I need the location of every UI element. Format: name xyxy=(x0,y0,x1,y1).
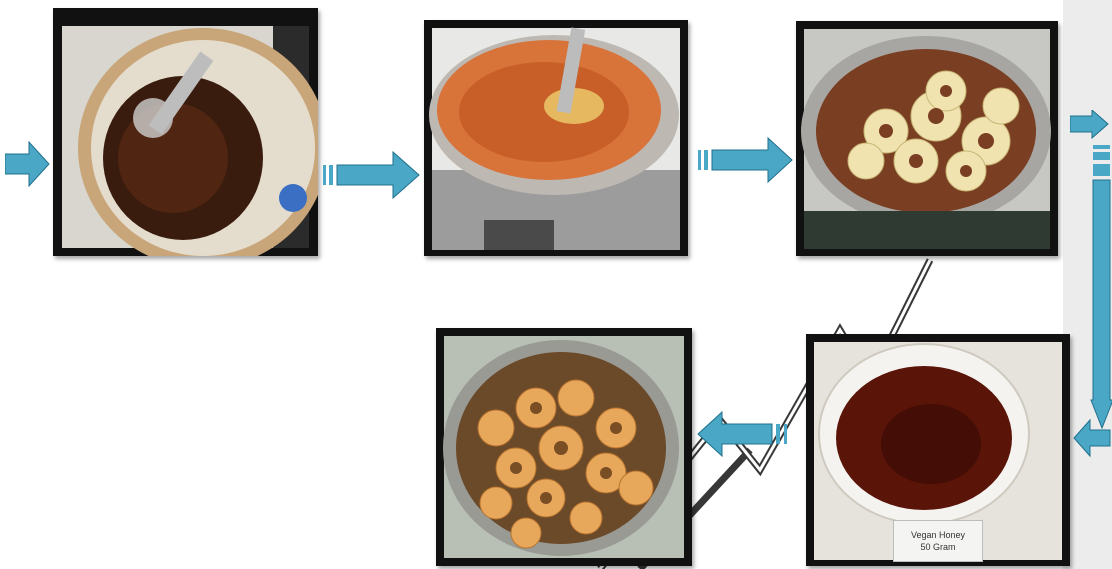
step-5-photo xyxy=(436,328,692,566)
product-label-line1: Vegan Honey xyxy=(910,530,966,540)
product-label-card: Vegan Honey 50 Gram xyxy=(893,520,983,562)
arrow-left-icon xyxy=(1073,418,1111,458)
arrow-left-icon-2 xyxy=(697,410,787,458)
arrow-right-icon xyxy=(323,150,420,200)
arrow-in-icon xyxy=(5,140,50,188)
product-label-line2: 50 Gram xyxy=(920,542,956,552)
arrow-right-icon-2 xyxy=(698,136,793,184)
step-2-photo xyxy=(424,20,688,256)
arrow-down-icon xyxy=(1090,145,1112,430)
step-1-photo xyxy=(53,8,318,256)
step-4-photo xyxy=(806,334,1070,566)
arrow-corner-right-icon xyxy=(1070,110,1109,140)
step-3-photo xyxy=(796,21,1058,256)
